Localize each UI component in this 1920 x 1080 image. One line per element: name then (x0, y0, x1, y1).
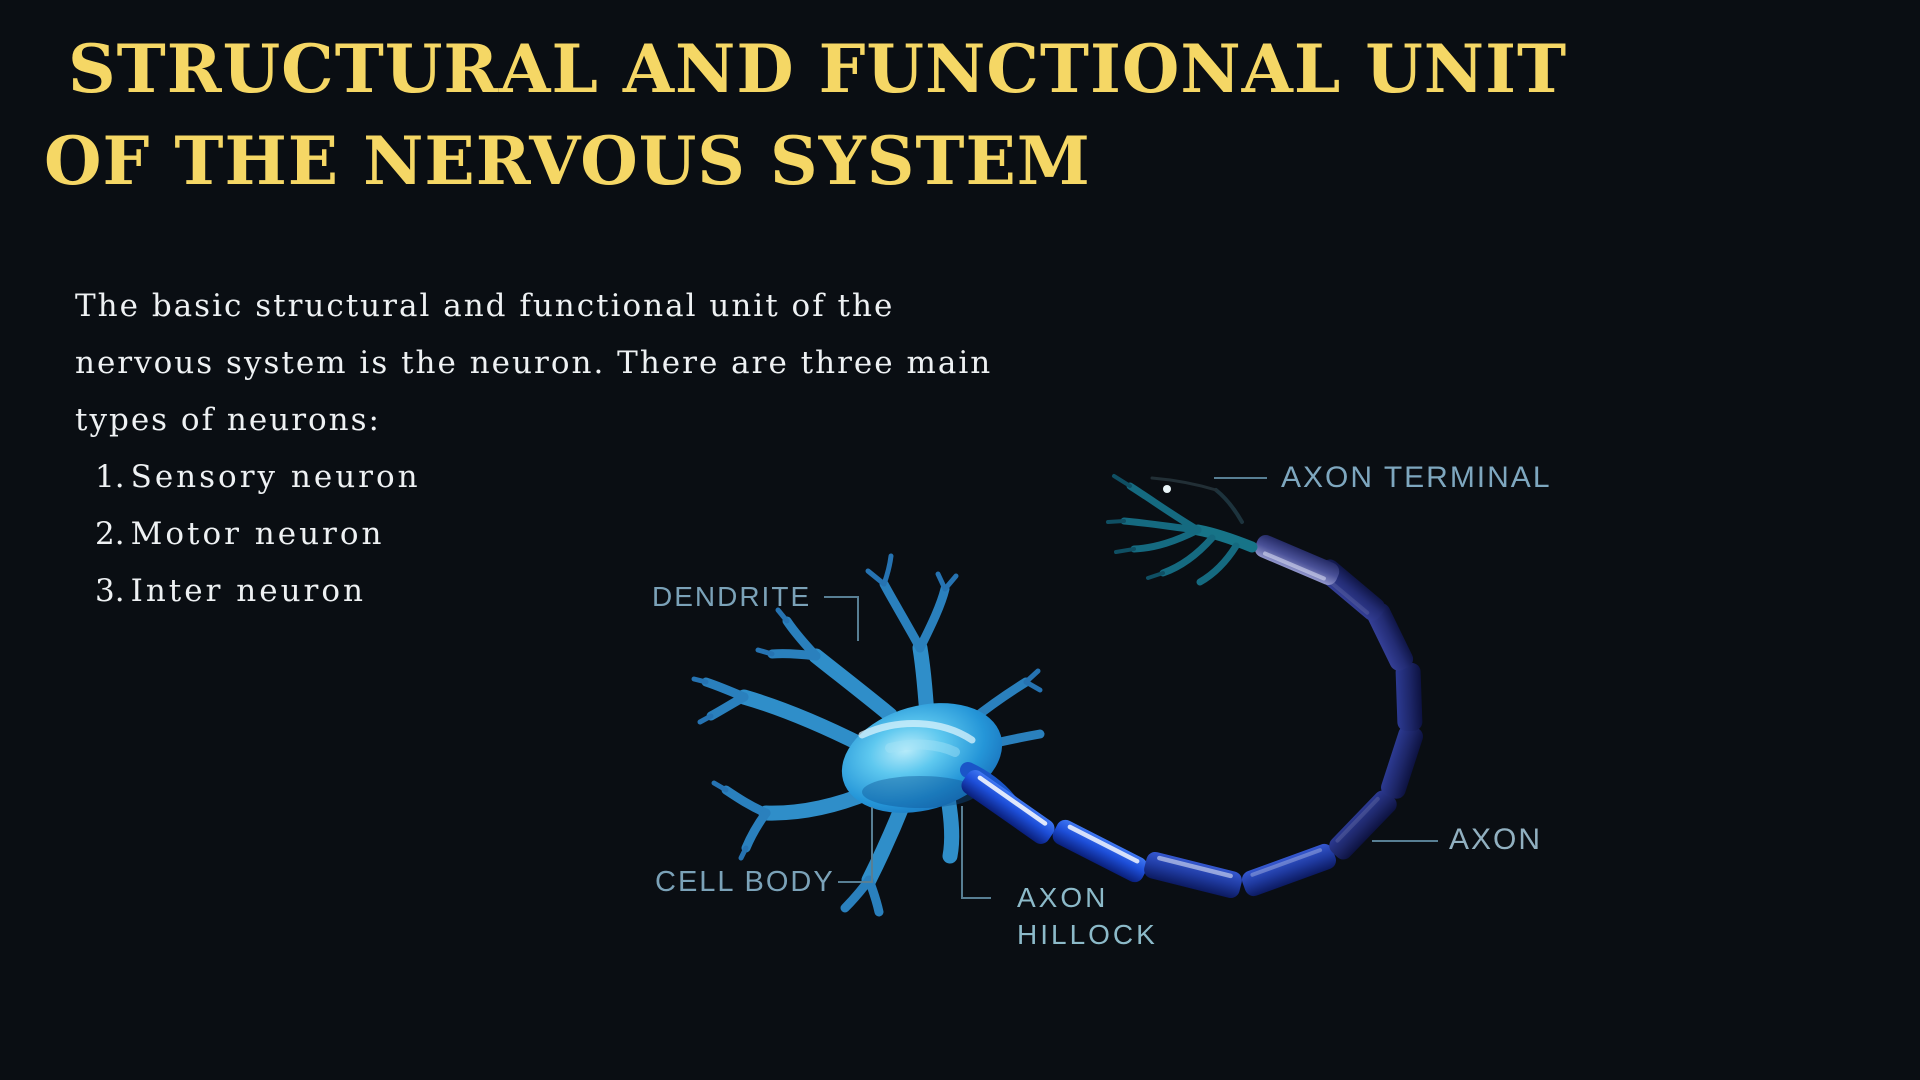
axon-hillock-leader-line (961, 806, 991, 899)
list-item: 3.Inter neuron (95, 563, 421, 620)
cell-body-leader-line (838, 807, 873, 883)
neuron-type-list: 1.Sensory neuron 2.Motor neuron 3.Inter … (95, 449, 421, 620)
axon-label: AXON (1449, 823, 1543, 856)
axon-segment (1241, 843, 1337, 897)
list-item: 1.Sensory neuron (95, 449, 421, 506)
intro-line: The basic structural and functional unit… (75, 288, 895, 324)
intro-paragraph: The basic structural and functional unit… (75, 278, 992, 449)
list-item-number: 3. (95, 573, 125, 609)
cell-body-label: CELL BODY (655, 866, 835, 898)
axon-segment (961, 770, 1055, 844)
axon-segments (961, 535, 1423, 899)
intro-line: nervous system is the neuron. There are … (75, 345, 993, 381)
leader-lines (824, 477, 1438, 899)
intro-line: types of neurons: (75, 402, 381, 438)
list-item-number: 1. (95, 459, 125, 495)
list-item-label: Inter neuron (130, 573, 366, 609)
axon-segment (1395, 662, 1423, 732)
list-item: 2.Motor neuron (95, 506, 421, 563)
axon-terminal-label: AXON TERMINAL (1281, 461, 1552, 494)
axon-segment (1144, 851, 1242, 899)
list-item-label: Sensory neuron (130, 459, 421, 495)
axon-segment (1052, 819, 1148, 883)
list-item-label: Motor neuron (130, 516, 385, 552)
axon-segment (1381, 725, 1423, 799)
list-item-number: 2. (95, 516, 125, 552)
page-title-line-2: OF THE NERVOUS SYSTEM (44, 122, 1091, 200)
axon-segment (1254, 535, 1340, 585)
axon-hillock-label: AXON HILLOCK (1017, 882, 1158, 950)
axon-terminal (1106, 474, 1258, 586)
page-title-line-1: STRUCTURAL AND FUNCTIONAL UNIT (68, 30, 1568, 108)
dendrite-label: DENDRITE (652, 581, 812, 612)
axon-segment (1366, 603, 1414, 671)
dendrite-leader-line (824, 596, 859, 641)
axon-segment (1329, 790, 1397, 860)
